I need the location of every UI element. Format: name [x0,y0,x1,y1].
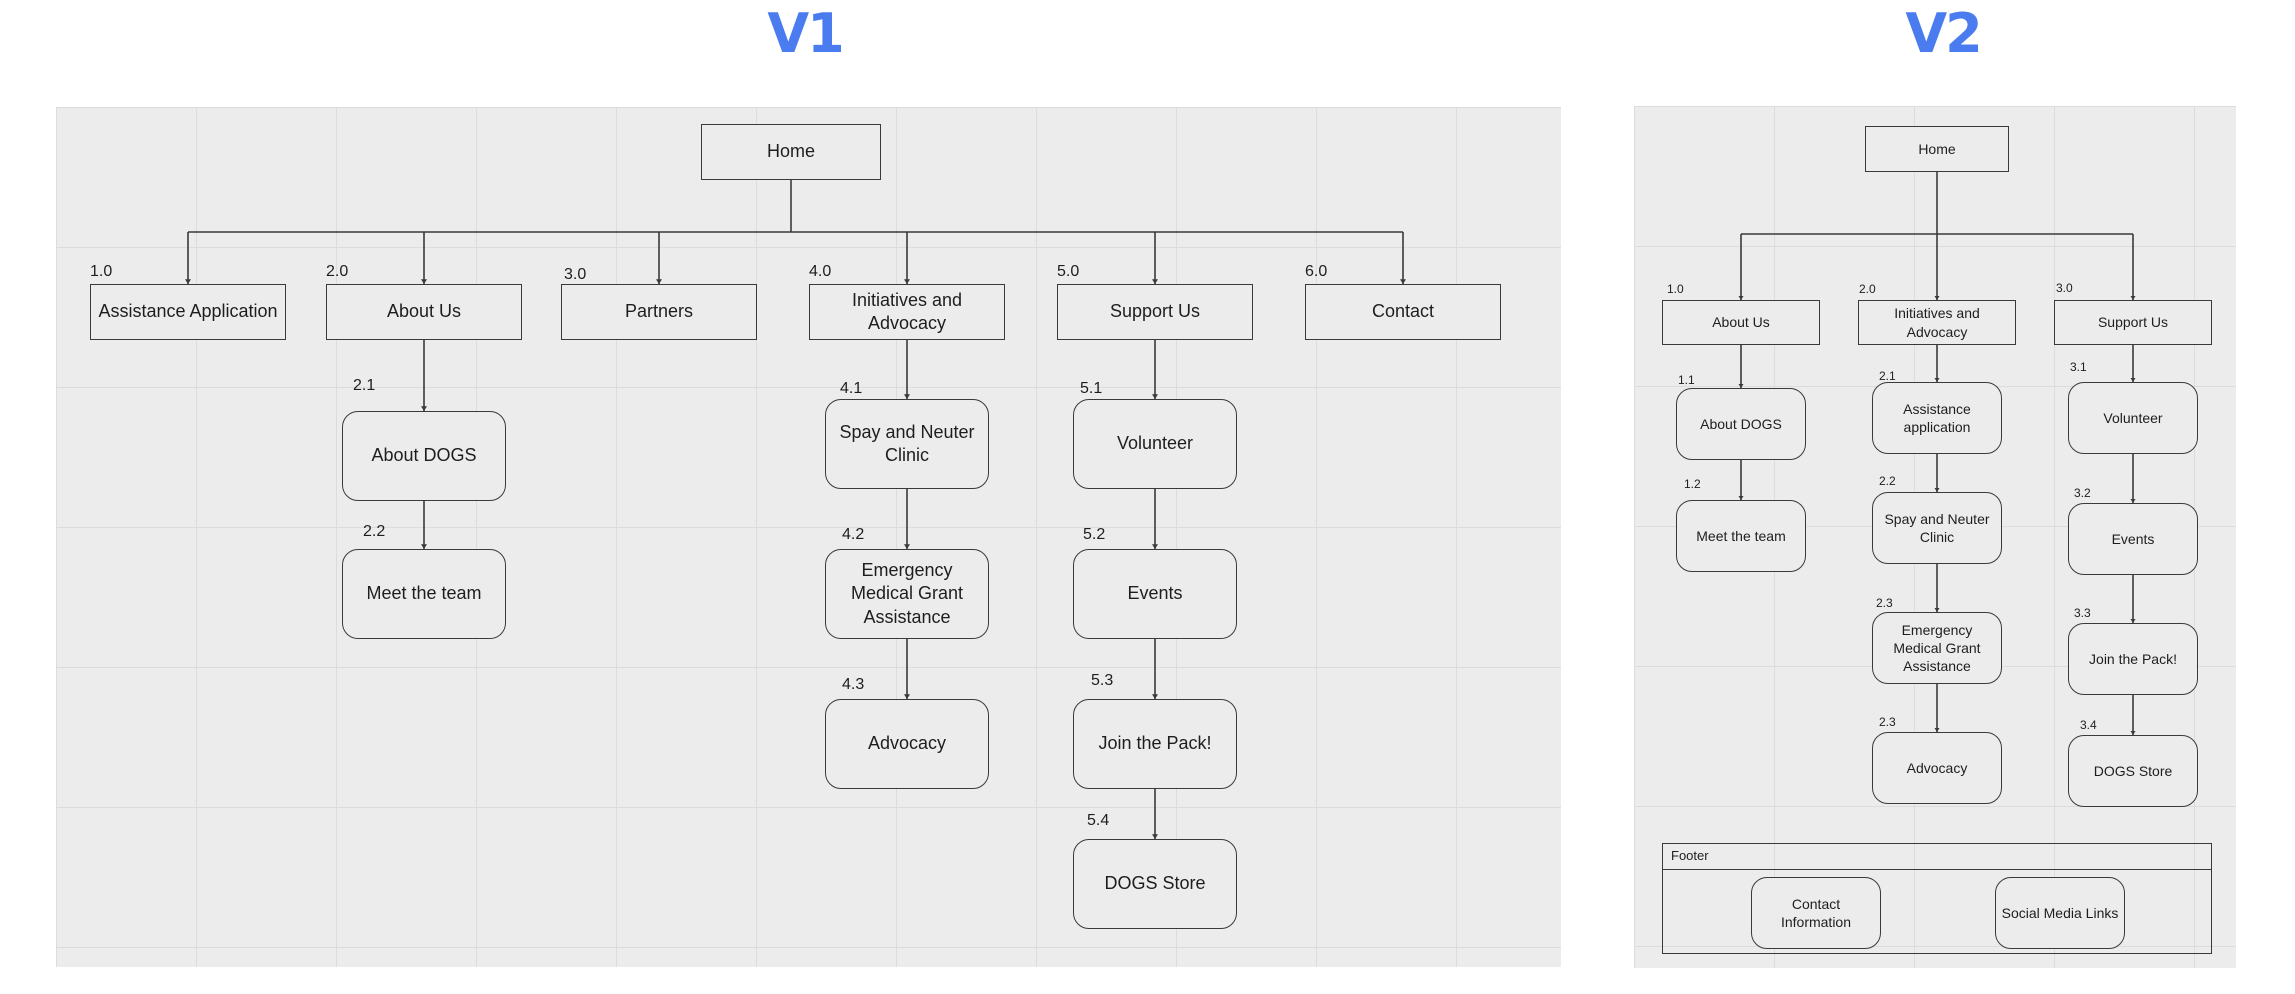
v1-section-2-2-number: 2.2 [363,523,386,540]
v1-node-5-1[interactable]: Volunteer [1073,399,1237,489]
v2-section-3-4-number: 3.4 [2080,718,2097,732]
v2-section-1-2-number: 1.2 [1684,477,1701,491]
v2-section-2-3-number: 2.3 [1876,596,1893,610]
v2-title: V2 [1905,2,1982,65]
v2-section-2-4-number: 2.3 [1879,715,1896,729]
v1-node-home[interactable]: Home [701,124,881,180]
v1-section-1-number: 1.0 [90,263,113,280]
v1-section-2-number: 2.0 [326,263,349,280]
v1-section-4-2-number: 4.2 [842,526,865,543]
v2-connectors [1738,172,2136,735]
v2-section-3-1-number: 3.1 [2070,360,2087,374]
arrowhead [2130,619,2136,623]
arrowhead [1934,728,1940,732]
v1-sitemap-board: Home 1.0 Assistance Application 2.0 Abou… [56,107,1561,967]
arrowhead [1152,834,1158,839]
v1-section-5-2-number: 5.2 [1083,526,1106,543]
v2-section-1-number: 1.0 [1667,282,1684,296]
v2-node-2-3[interactable]: Emergency Medical Grant Assistance [1872,612,2002,684]
arrowhead [1738,384,1744,388]
v2-node-home[interactable]: Home [1865,126,2009,172]
v2-section-2-number: 2.0 [1859,282,1876,296]
arrowhead [2130,296,2136,300]
arrowhead [1152,394,1158,399]
v2-section-3-3-number: 3.3 [2074,606,2091,620]
arrowhead [904,544,910,549]
arrowhead [656,279,662,284]
v2-node-3-1[interactable]: Volunteer [2068,382,2198,454]
v1-section-5-number: 5.0 [1057,263,1080,280]
arrowhead [421,406,427,411]
v2-node-1[interactable]: About Us [1662,300,1820,345]
arrowhead [2130,378,2136,382]
v2-node-2-2[interactable]: Spay and Neuter Clinic [1872,492,2002,564]
arrowhead [904,279,910,284]
arrowhead [1152,694,1158,699]
v1-node-4[interactable]: Initiatives and Advocacy [809,284,1005,340]
v2-sitemap-board: Home 1.0 About Us 2.0 Initiatives and Ad… [1634,106,2236,968]
v1-node-5-4[interactable]: DOGS Store [1073,839,1237,929]
v2-node-3[interactable]: Support Us [2054,300,2212,345]
arrowhead [421,544,427,549]
arrowhead [1152,544,1158,549]
arrowhead [1152,279,1158,284]
arrowhead [1934,488,1940,492]
arrowhead [1738,496,1744,500]
v1-connectors [185,180,1406,839]
v1-section-2-1-number: 2.1 [353,377,376,394]
arrowhead [1934,296,1940,300]
arrowhead [1738,296,1744,300]
arrowhead [421,279,427,284]
v1-node-5[interactable]: Support Us [1057,284,1253,340]
footer-contact-information[interactable]: Contact Information [1751,877,1881,949]
v1-section-4-number: 4.0 [809,263,832,280]
v1-node-5-3[interactable]: Join the Pack! [1073,699,1237,789]
v1-section-4-3-number: 4.3 [842,676,865,693]
arrowhead [2130,731,2136,735]
v2-node-2-1[interactable]: Assistance application [1872,382,2002,454]
v1-node-6[interactable]: Contact [1305,284,1501,340]
v2-node-3-4[interactable]: DOGS Store [2068,735,2198,807]
v1-section-4-1-number: 4.1 [840,380,863,397]
v1-title: V1 [767,2,844,65]
v2-section-2-2-number: 2.2 [1879,474,1896,488]
v2-section-3-number: 3.0 [2056,281,2073,295]
v1-node-5-2[interactable]: Events [1073,549,1237,639]
arrowhead [904,394,910,399]
arrowhead [904,694,910,699]
v2-node-1-2[interactable]: Meet the team [1676,500,1806,572]
v1-node-3[interactable]: Partners [561,284,757,340]
arrowhead [1934,378,1940,382]
v2-section-1-1-number: 1.1 [1678,373,1695,387]
v1-node-4-3[interactable]: Advocacy [825,699,989,789]
v2-node-3-3[interactable]: Join the Pack! [2068,623,2198,695]
v1-section-3-number: 3.0 [564,266,587,283]
v1-node-4-2[interactable]: Emergency Medical Grant Assistance [825,549,989,639]
v2-node-2-4[interactable]: Advocacy [1872,732,2002,804]
v2-section-2-1-number: 2.1 [1879,369,1896,383]
arrowhead [1400,279,1406,284]
v1-section-5-3-number: 5.3 [1091,672,1114,689]
v1-node-2[interactable]: About Us [326,284,522,340]
v1-node-4-1[interactable]: Spay and Neuter Clinic [825,399,989,489]
footer-label: Footer [1663,844,2211,870]
v1-node-1[interactable]: Assistance Application [90,284,286,340]
v2-section-3-2-number: 3.2 [2074,486,2091,500]
arrowhead [185,279,191,284]
v2-node-2[interactable]: Initiatives and Advocacy [1858,300,2016,345]
v1-section-5-1-number: 5.1 [1080,380,1103,397]
v1-section-5-4-number: 5.4 [1087,812,1110,829]
footer-social-media-links[interactable]: Social Media Links [1995,877,2125,949]
arrowhead [1934,608,1940,612]
arrowhead [2130,499,2136,503]
footer-container: Footer [1662,843,2212,954]
v1-node-2-1[interactable]: About DOGS [342,411,506,501]
v2-node-3-2[interactable]: Events [2068,503,2198,575]
v2-node-1-1[interactable]: About DOGS [1676,388,1806,460]
v1-section-6-number: 6.0 [1305,263,1328,280]
v1-node-2-2[interactable]: Meet the team [342,549,506,639]
